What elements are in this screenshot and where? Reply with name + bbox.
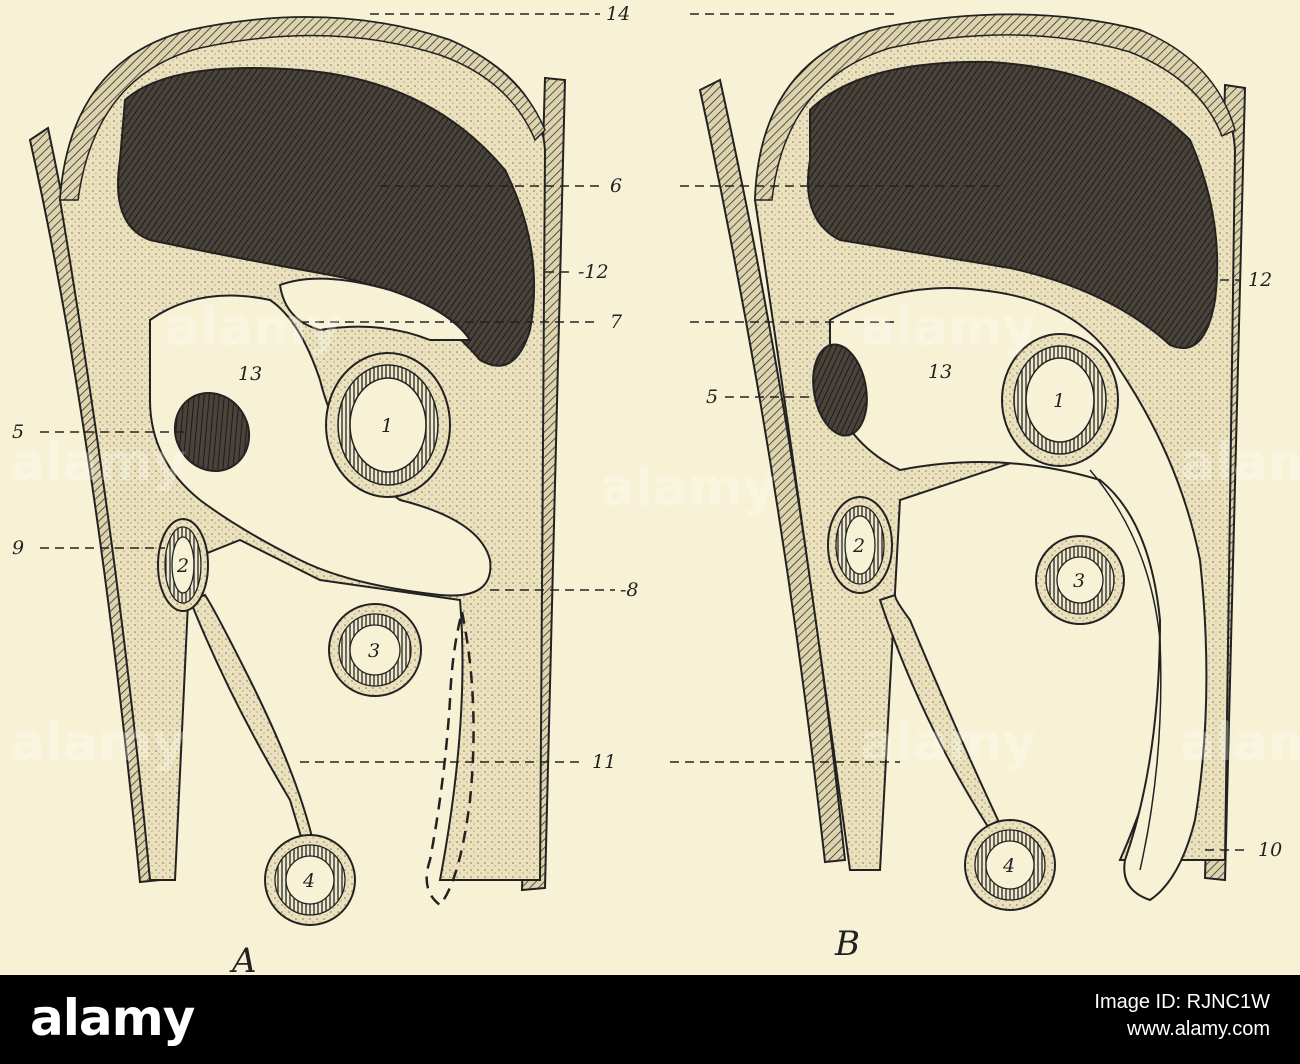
caption-a: A xyxy=(229,941,257,975)
label-14: 14 xyxy=(606,3,630,25)
label-13-b: 13 xyxy=(928,361,952,383)
panel-b xyxy=(698,13,1247,911)
stock-footer-bar: alamy Image ID: RJNC1W www.alamy.com xyxy=(0,975,1300,1064)
label-6: 6 xyxy=(610,175,622,197)
duct-4-b xyxy=(878,593,1007,837)
structure-4-b xyxy=(964,819,1056,911)
svg-text:alamy: alamy xyxy=(860,298,1036,358)
label-structure-1-b: 1 xyxy=(1053,390,1065,412)
cap-band-a xyxy=(59,16,546,201)
label-10: 10 xyxy=(1258,839,1282,861)
footer-meta: Image ID: RJNC1W www.alamy.com xyxy=(1094,991,1270,1041)
caption-b: B xyxy=(834,924,860,964)
svg-text:alamy: alamy xyxy=(1180,433,1300,493)
structure-2-a xyxy=(157,518,209,612)
site-url-text: www.alamy.com xyxy=(1127,1018,1270,1040)
loop-inner-b xyxy=(1089,469,1162,871)
label-structure-4-b: 4 xyxy=(1002,855,1015,877)
dark-mass-6-b xyxy=(807,60,1219,349)
cavity-13-a xyxy=(149,294,492,597)
image-id-text: Image ID: RJNC1W xyxy=(1094,991,1270,1013)
svg-text:alamy: alamy xyxy=(165,298,341,358)
footer-logo: alamy xyxy=(30,989,195,1047)
label-structure-3-b: 3 xyxy=(1073,570,1085,592)
cavity-7-a xyxy=(278,277,472,341)
svg-text:alamy: alamy xyxy=(1180,713,1300,773)
label-structure-4-a: 4 xyxy=(302,870,315,892)
watermarks: alamy alamy alamy alamy alamy alamy alam… xyxy=(10,298,1300,773)
svg-text:alamy: alamy xyxy=(600,458,776,518)
panel-a xyxy=(28,16,567,926)
label-5-a: 5 xyxy=(12,421,24,443)
label-5-b: 5 xyxy=(706,386,718,408)
long-loop-b xyxy=(829,287,1208,902)
label-8: -8 xyxy=(620,579,639,601)
structure-1-a xyxy=(325,352,451,498)
label-structure-2-b: 2 xyxy=(852,535,865,557)
label-structure-1-a: 1 xyxy=(381,415,393,437)
nodule-5-b xyxy=(812,343,868,437)
label-11: 11 xyxy=(592,751,616,773)
duct-4-a xyxy=(188,593,317,851)
structure-4-a xyxy=(264,834,356,926)
left-wall-b xyxy=(698,78,847,864)
label-12-a: -12 xyxy=(578,261,609,283)
dashed-outline-a xyxy=(425,611,475,907)
label-12-b: 12 xyxy=(1248,269,1272,291)
cap-band-b xyxy=(754,13,1236,201)
label-structure-2-a: 2 xyxy=(176,555,189,577)
leader-lines xyxy=(40,13,1250,851)
structure-3-b xyxy=(1035,535,1125,625)
label-structure-3-a: 3 xyxy=(368,640,380,662)
label-7: 7 xyxy=(610,311,623,333)
label-13-a: 13 xyxy=(238,363,262,385)
dark-mass-6-a xyxy=(117,67,536,367)
svg-text:alamy: alamy xyxy=(860,713,1036,773)
structure-1-b xyxy=(1001,333,1119,467)
structure-3-a xyxy=(328,603,422,697)
structure-2-b xyxy=(827,496,893,594)
svg-text:alamy: alamy xyxy=(10,713,186,773)
anatomical-section-figure: 14 6 -12 12 7 13 13 5 5 9 -8 11 10 1 2 3… xyxy=(10,3,1300,975)
nodule-5-a xyxy=(173,391,251,473)
svg-text:alamy: alamy xyxy=(10,433,186,493)
label-9: 9 xyxy=(12,537,24,559)
